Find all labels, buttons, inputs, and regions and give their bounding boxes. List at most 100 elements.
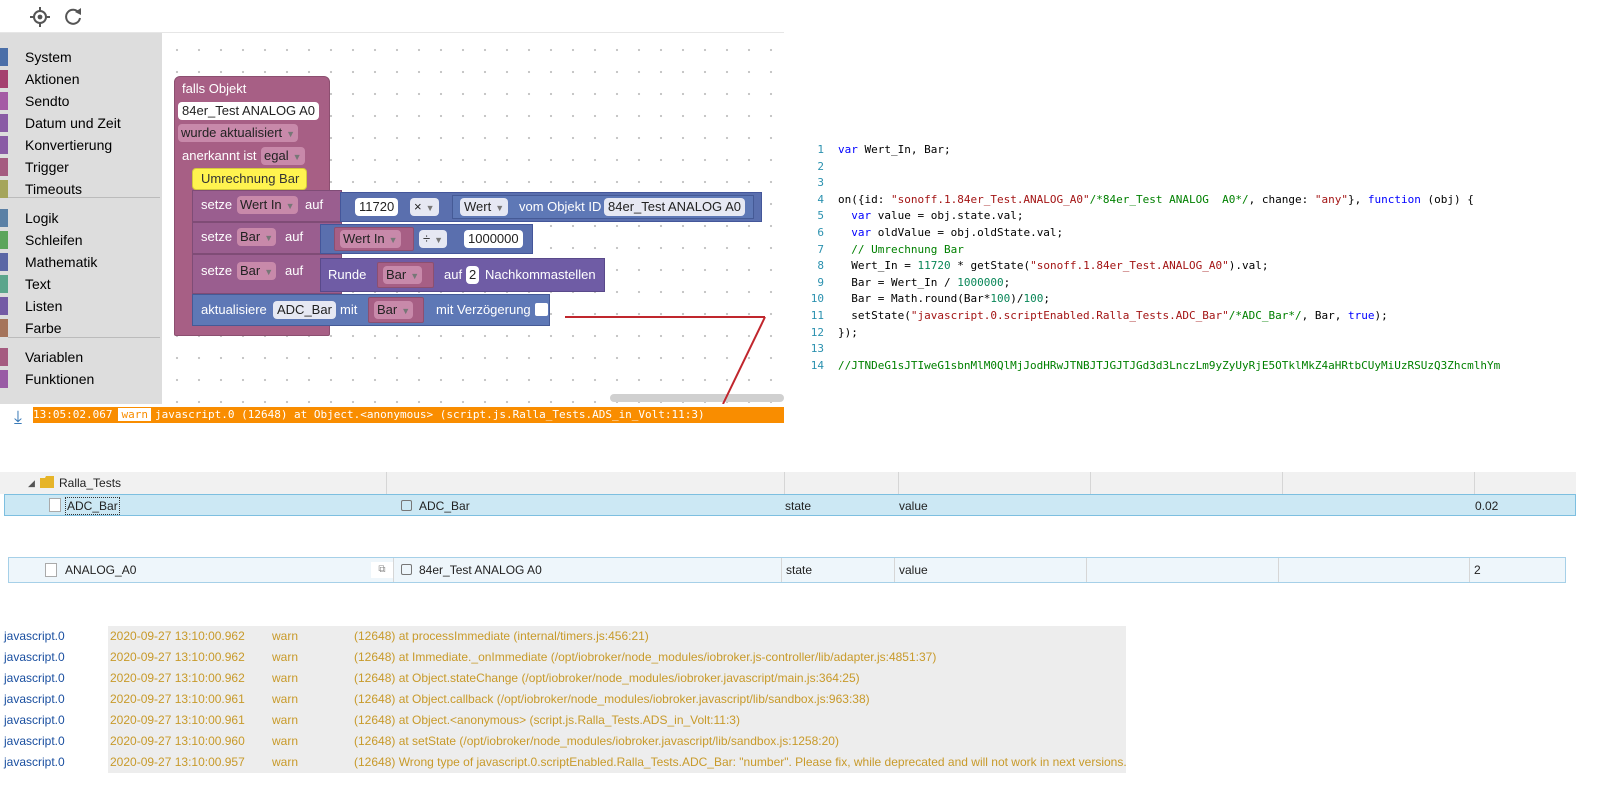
line-number: 5 [817, 209, 824, 223]
code-line[interactable]: 14//JTNDeG1sJTIweG1sbnMlM0QlMjJodHRwJTNB… [800, 357, 1600, 374]
code-line[interactable]: 3 [800, 174, 1600, 191]
decimal-places-field[interactable]: 2 [466, 266, 480, 284]
code-line[interactable]: 8 Wert_In = 11720 * getState("sonoff.1.8… [800, 257, 1600, 274]
collapse-icon[interactable]: ◢ [28, 478, 35, 488]
crosshair-icon[interactable] [28, 5, 52, 29]
log-source: javascript.0 [0, 710, 108, 731]
mit-label: mit [340, 302, 358, 317]
operator-dropdown[interactable]: ÷▼ [419, 230, 448, 248]
code-line[interactable]: 10 Bar = Math.round(Bar*100)/100; [800, 290, 1600, 307]
var-dropdown[interactable]: Bar▼ [237, 262, 277, 280]
toolbox-category-funktionen[interactable]: Funktionen [0, 368, 162, 390]
category-label: Konvertierung [25, 137, 113, 153]
object-display-name: ADC_Bar [419, 499, 470, 513]
code-line[interactable]: 7 // Umrechnung Bar [800, 241, 1600, 258]
chevron-down-icon: ▼ [264, 233, 274, 243]
toolbox-category-logik[interactable]: Logik [0, 207, 162, 229]
code-line[interactable]: 5 var value = obj.state.val; [800, 207, 1600, 224]
object-id-label: 84er_Test ANALOG A0 [608, 199, 741, 214]
toolbox-category-aktionen[interactable]: Aktionen [0, 68, 162, 90]
set-wert-in-block[interactable] [192, 190, 342, 222]
toolbox-category-listen[interactable]: Listen [0, 295, 162, 317]
delay-checkbox[interactable] [535, 303, 548, 316]
code-line[interactable]: 13 [800, 340, 1600, 357]
ack-dropdown[interactable]: egal▼ [261, 147, 305, 165]
toolbox-category-mathematik[interactable]: Mathematik [0, 251, 162, 273]
toolbox-divider [8, 197, 160, 198]
code-line[interactable]: 2 [800, 158, 1600, 175]
code-line[interactable]: 11 setState("javascript.0.scriptEnabled.… [800, 307, 1600, 324]
editor-toolbar [0, 0, 784, 33]
state-icon [401, 500, 412, 511]
var-dropdown[interactable]: Bar▼ [374, 301, 414, 319]
scroll-down-icon[interactable]: ⤓ [14, 407, 22, 427]
log-message: (12648) at Object.callback (/opt/iobroke… [352, 689, 1126, 710]
toolbox-category-konvertierung[interactable]: Konvertierung [0, 134, 162, 156]
state-icon [401, 564, 412, 575]
number-field[interactable]: 11720 [355, 198, 399, 216]
log-source: javascript.0 [0, 689, 108, 710]
workspace-scrollbar[interactable] [610, 394, 784, 402]
code-line[interactable]: 9 Bar = Wert_In / 1000000; [800, 274, 1600, 291]
setze-label: setze [201, 197, 233, 212]
toolbox-category-variablen[interactable]: Variablen [0, 346, 162, 368]
code-line[interactable]: 6 var oldValue = obj.oldState.val; [800, 224, 1600, 241]
number-field[interactable]: 1000000 [464, 230, 523, 248]
toolbox-category-sendto[interactable]: Sendto [0, 90, 162, 112]
toolbox-category-system[interactable]: System [0, 46, 162, 68]
category-label: Schleifen [25, 232, 83, 248]
code-text: Bar = Wert_In / 1000000; [838, 275, 1011, 289]
category-color-swatch [0, 209, 8, 227]
toolbox-category-trigger[interactable]: Trigger [0, 156, 162, 178]
update-label: aktualisiere [201, 302, 267, 317]
toolbox-category-datum-und-zeit[interactable]: Datum und Zeit [0, 112, 162, 134]
category-color-swatch [0, 136, 8, 154]
round-block[interactable] [320, 258, 605, 292]
var-dropdown[interactable]: Bar▼ [383, 266, 423, 284]
category-label: Farbe [25, 320, 62, 336]
toolbox-category-text[interactable]: Text [0, 273, 162, 295]
chevron-down-icon: ▼ [401, 306, 411, 316]
update-object-field[interactable]: ADC_Bar [273, 301, 336, 319]
line-number: 14 [810, 358, 824, 372]
trigger-mode-dropdown[interactable]: wurde aktualisiert▼ [178, 124, 299, 142]
copy-icon[interactable]: ⧉ [371, 562, 393, 578]
comment-block[interactable]: Umrechnung Bar [192, 168, 307, 190]
var-dropdown[interactable]: Wert In▼ [237, 196, 298, 214]
log-time: 2020-09-27 13:10:00.962 [108, 647, 270, 668]
trigger-object-field[interactable]: 84er_Test ANALOG A0 [178, 102, 319, 120]
toolbox-category-timeouts[interactable]: Timeouts [0, 178, 162, 200]
var-label: Bar [240, 229, 261, 244]
toolbox-category-farbe[interactable]: Farbe [0, 317, 162, 339]
code-line[interactable]: 12}); [800, 324, 1600, 341]
var-label: Wert In [343, 231, 385, 246]
object-name: ADC_Bar [65, 497, 120, 515]
wert-dropdown[interactable]: Wert▼ [460, 198, 509, 216]
code-text: Bar = Math.round(Bar*100)/100; [838, 292, 1050, 306]
setze-label: setze [201, 229, 233, 244]
tree-folder-row[interactable]: ◢ Ralla_Tests [0, 472, 1576, 494]
toolbox-category-schleifen[interactable]: Schleifen [0, 229, 162, 251]
trigger-object-label: 84er_Test ANALOG A0 [182, 103, 315, 118]
log-source: javascript.0 [0, 668, 108, 689]
column-cell [1278, 558, 1283, 582]
setze-label: setze [201, 263, 233, 278]
operator-dropdown[interactable]: ×▼ [410, 198, 439, 216]
object-id-field[interactable]: 84er_Test ANALOG A0 [604, 198, 745, 216]
var-dropdown[interactable]: Bar▼ [237, 228, 277, 246]
var-dropdown[interactable]: Wert In▼ [340, 230, 401, 248]
line-number: 7 [817, 242, 824, 256]
tree-row-analog-a0[interactable]: ANALOG_A0 ⧉ 84er_Test ANALOG A0 state va… [8, 557, 1566, 583]
refresh-icon[interactable] [61, 5, 85, 29]
tree-row-adc-bar[interactable]: ADC_Bar ADC_Bar state value 0.02 [4, 494, 1576, 516]
